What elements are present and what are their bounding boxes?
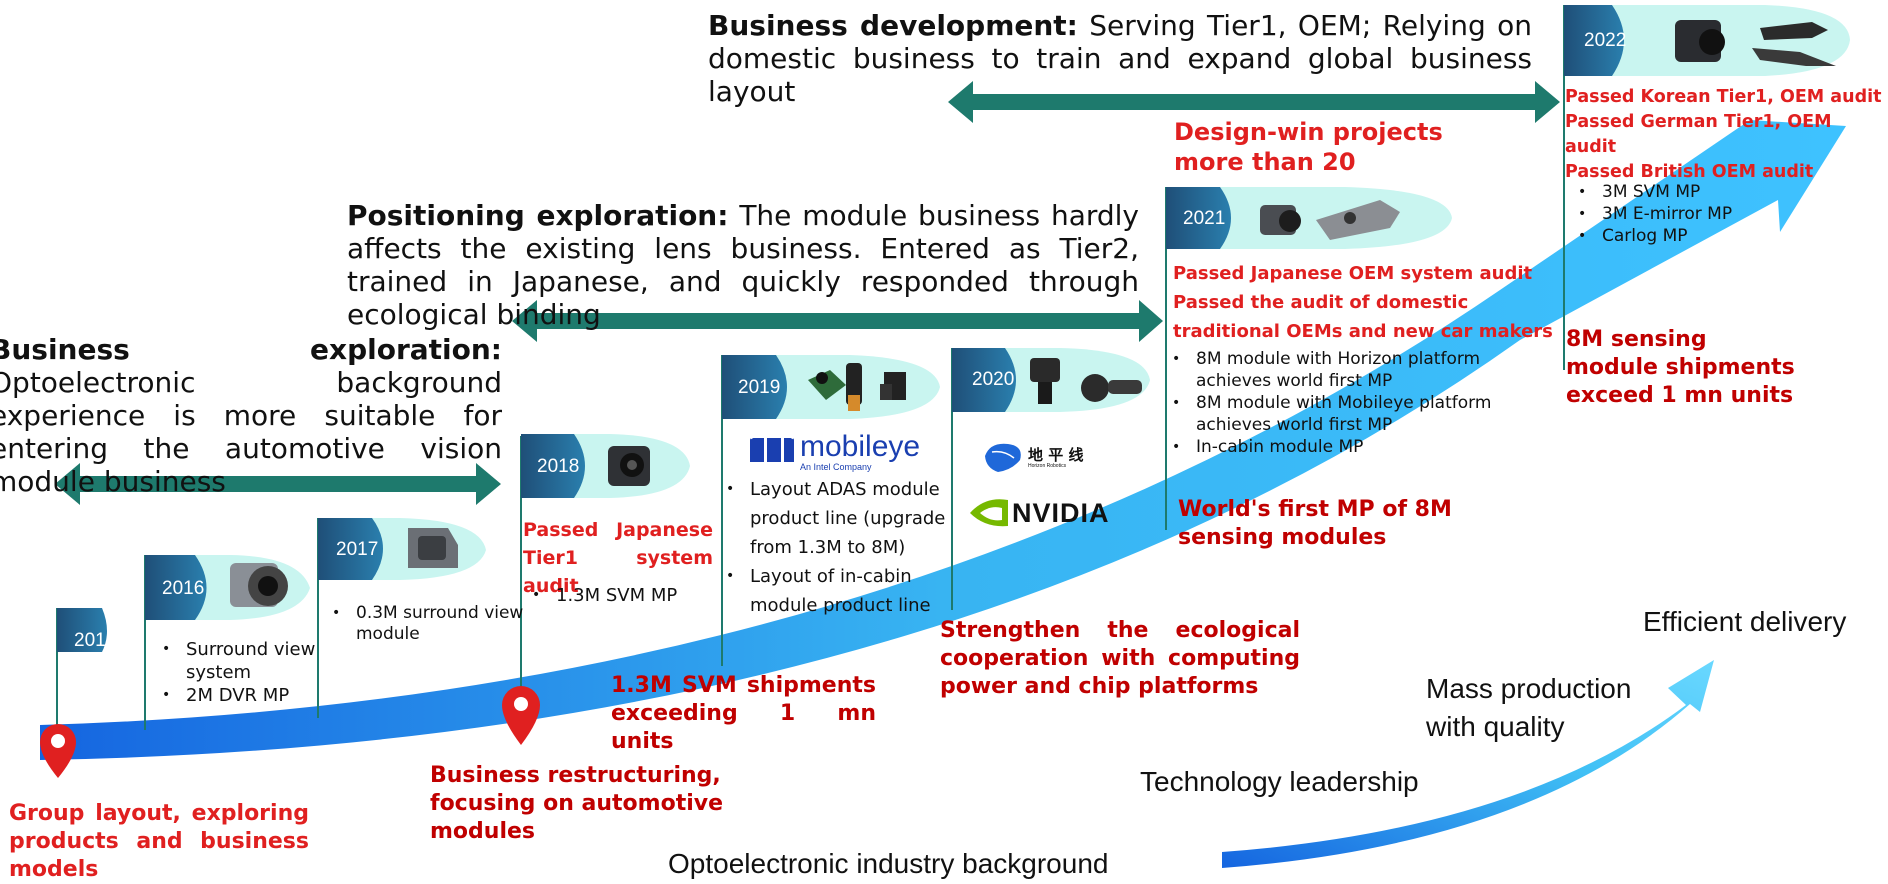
list-item: Layout of in-cabin module product line: [726, 562, 980, 620]
legend-mass-production: Mass production with quality: [1426, 673, 1632, 742]
list-item: 0.3M surround view module: [332, 603, 536, 645]
modules-2022-icon: [1675, 20, 1836, 66]
horizon-logo-icon: [985, 443, 1021, 472]
camera-2016-icon: [230, 563, 288, 607]
horizon-wordmark-en: Horizon Robotics: [1028, 463, 1067, 469]
milestone-restructuring: Business restructuring, focusing on auto…: [430, 763, 724, 844]
year-2021-label: 2021: [1183, 208, 1226, 229]
list-item: 1.3M SVM MP: [532, 584, 736, 607]
milestone-world-first: World's first MP of 8M sensing modules: [1178, 497, 1452, 550]
highlight-line: Passed Korean Tier1, OEM audit: [1565, 87, 1882, 107]
year-2018-label: 2018: [537, 456, 580, 477]
list-item: Surround view system: [162, 638, 336, 684]
year-2018-items: 1.3M SVM MP: [530, 584, 736, 607]
year-2017-label: 2017: [336, 539, 379, 560]
year-2021-items: 8M module with Horizon platform achieves…: [1170, 348, 1526, 458]
year-2016-items: Surround view system 2M DVR MP: [160, 638, 336, 707]
year-2022-highlights: Passed Korean Tier1, OEM audit Passed Ge…: [1565, 85, 1888, 185]
stage-arrow-3: [948, 81, 1560, 123]
location-pin-2015: [40, 724, 76, 778]
nvidia-wordmark: NVIDIA: [1012, 498, 1110, 528]
year-2019-label: 2019: [738, 377, 781, 398]
list-item: Layout ADAS module product line (upgrade…: [726, 475, 980, 562]
mobileye-subtitle: An Intel Company: [800, 462, 872, 472]
milestone-svm-shipments: 1.3M SVM shipments exceeding 1 mn units: [611, 673, 876, 754]
mobileye-wordmark: mobileye: [800, 430, 921, 463]
highlight-line: Passed German Tier1, OEM audit: [1565, 112, 1832, 157]
year-2017-items: 0.3M surround view module: [330, 603, 536, 645]
highlight-line: Passed the audit of domestic traditional…: [1173, 292, 1553, 342]
stage-business-development: Business development: Serving Tier1, OEM…: [708, 9, 1532, 108]
list-item: 3M E-mirror MP: [1578, 203, 1822, 225]
camera-2017-icon: [408, 528, 458, 568]
highlight-line: Passed British OEM audit: [1565, 162, 1814, 182]
milestone-sensing-shipments: 8M sensing module shipments exceed 1 mn …: [1566, 327, 1795, 408]
year-2021-highlights: Passed Japanese OEM system audit Passed …: [1173, 259, 1563, 346]
stage-positioning-exploration: Positioning exploration: The module busi…: [347, 199, 1139, 331]
milestone-ecological: Strengthen the ecological cooperation wi…: [940, 618, 1300, 699]
mobileye-logo-icon: [749, 430, 795, 462]
list-item: In-cabin module MP: [1172, 436, 1526, 458]
stage-text: Serving Tier1, OEM; Relying on domestic …: [708, 9, 1532, 108]
modules-2019-icon: [808, 363, 906, 411]
modules-2020-icon: [1030, 358, 1142, 404]
mobileye-logo: mobileye An Intel Company: [800, 430, 921, 473]
year-2016-label: 2016: [162, 578, 205, 599]
year-2019-items: Layout ADAS module product line (upgrade…: [724, 475, 980, 620]
horizon-logo: 地 平 线 Horizon Robotics: [1028, 447, 1083, 469]
stage-text: The module business hardly affects the e…: [347, 199, 1140, 331]
stage-title: Positioning exploration:: [347, 199, 729, 232]
modules-2021-icon: [1260, 200, 1400, 240]
legend-background: Optoelectronic industry background: [668, 848, 1109, 879]
stage-business-exploration: Business exploration: Optoelectronic bac…: [0, 333, 502, 498]
horizon-wordmark-cn: 地 平 线: [1028, 446, 1084, 464]
location-pin-2018: [502, 686, 540, 745]
year-2020-label: 2020: [972, 369, 1015, 390]
list-item: Carlog MP: [1578, 225, 1822, 247]
stage-title: Business development:: [708, 9, 1078, 42]
highlight-line: Passed Japanese OEM system audit: [1173, 263, 1533, 284]
year-2015-label: 2015: [74, 630, 117, 651]
stage-title: Business exploration:: [0, 333, 502, 366]
list-item: 3M SVM MP: [1578, 181, 1822, 203]
year-2022-items: 3M SVM MP 3M E-mirror MP Carlog MP: [1576, 181, 1822, 247]
legend-efficient: Efficient delivery: [1643, 606, 1847, 637]
milestone-group-layout: Group layout, exploring products and bus…: [9, 801, 309, 882]
stage-arrow-2: [512, 300, 1163, 342]
stage-text: Optoelectronic background experience is …: [0, 366, 502, 498]
list-item: 8M module with Horizon platform achieves…: [1172, 348, 1526, 392]
camera-2018-icon: [608, 446, 650, 486]
year-2021-heading: Design-win projects more than 20: [1174, 118, 1443, 176]
year-2022-label: 2022: [1584, 30, 1627, 51]
legend-technology: Technology leadership: [1140, 766, 1419, 797]
list-item: 2M DVR MP: [162, 684, 336, 707]
stage-arrow-1: [55, 463, 501, 505]
list-item: 8M module with Mobileye platform achieve…: [1172, 392, 1526, 436]
